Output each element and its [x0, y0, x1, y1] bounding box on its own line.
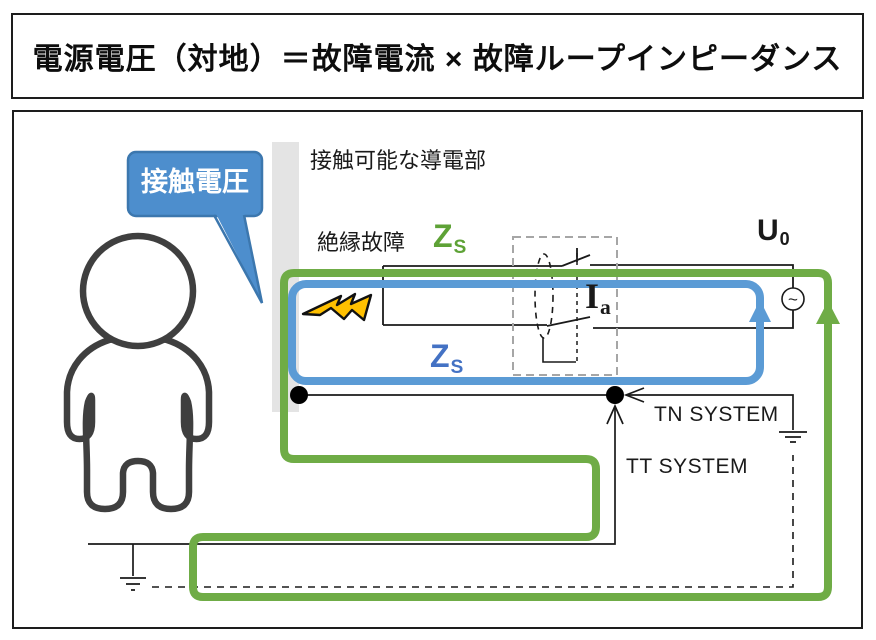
tt-line — [88, 408, 616, 545]
u0-sub: 0 — [779, 229, 790, 250]
junction-dot-left — [290, 386, 308, 404]
breaker-switch-top — [561, 248, 591, 267]
circuit-bottom-right — [593, 310, 794, 329]
conductive-part-label: 接触可能な導電部 — [310, 148, 487, 173]
ia-base: I — [585, 276, 600, 316]
zs-blue-sub: S — [450, 356, 464, 378]
blue-loop-arrow — [749, 300, 771, 322]
touch-voltage-label: 接触電圧 — [141, 167, 249, 198]
zs-green-sub: S — [453, 236, 467, 258]
ia-label: Ia — [585, 276, 611, 320]
tn-ground — [779, 431, 807, 443]
tn-branch — [623, 387, 807, 443]
speech-bubble — [126, 150, 264, 304]
tn-arrow — [623, 387, 645, 403]
speech-bubble-body — [126, 150, 264, 218]
u0-label: U0 — [757, 214, 790, 250]
trip-link — [542, 338, 576, 363]
blue-loop — [288, 280, 764, 385]
insulation-fault-label: 絶縁故障 — [317, 230, 406, 255]
tt-arrow — [606, 403, 624, 425]
zs-green-base: Z — [433, 218, 453, 254]
diagram-canvas: ~ — [63, 142, 840, 601]
zs-blue-base: Z — [430, 338, 450, 374]
junction-dot-right — [606, 386, 624, 404]
green-loop — [189, 269, 832, 601]
earth-dashed-path — [152, 455, 794, 588]
person-head — [79, 232, 197, 350]
tn-system-label: TN SYSTEM — [654, 403, 779, 426]
title-box: 電源電圧（対地）＝故障電流 × 故障ループインピーダンス — [11, 13, 864, 99]
circuit-lines — [382, 248, 794, 329]
green-loop-arrow — [816, 301, 840, 324]
ia-sub: a — [600, 295, 611, 320]
person-figure — [63, 232, 213, 513]
zs-green-label: ZS — [433, 218, 466, 259]
sensor-coil-ellipse — [534, 253, 554, 339]
person-body — [63, 333, 213, 513]
tt-system-label: TT SYSTEM — [626, 455, 748, 478]
tt-branch — [88, 403, 624, 591]
lightning-icon — [301, 292, 373, 322]
u0-base: U — [757, 214, 779, 247]
diagram-box: ~ — [12, 110, 863, 629]
title-text: 電源電圧（対地）＝故障電流 × 故障ループインピーダンス — [32, 43, 843, 76]
breaker-switch-bottom — [546, 316, 591, 327]
ac-source: ~ — [781, 287, 805, 311]
speech-bubble-tail-outline — [212, 214, 264, 304]
tt-ground — [120, 544, 146, 591]
zs-blue-label: ZS — [430, 338, 463, 379]
tn-line — [627, 394, 794, 430]
circuit-top-right — [590, 264, 794, 288]
ac-source-symbol: ~ — [788, 290, 798, 309]
breaker-dashed-box — [512, 236, 618, 376]
